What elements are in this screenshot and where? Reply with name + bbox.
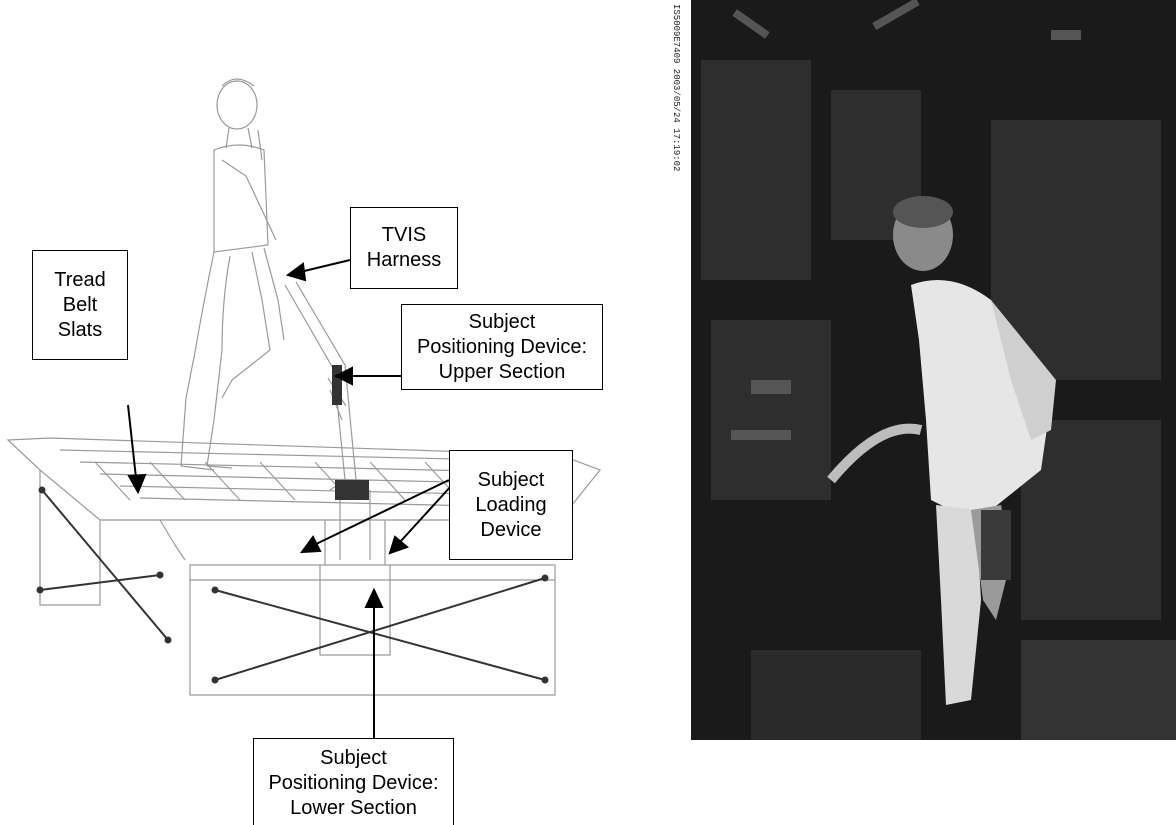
subject-figure: [180, 78, 285, 471]
label-spd-upper: Subject Positioning Device: Upper Sectio…: [401, 304, 603, 390]
arrow-tvis-harness: [299, 259, 351, 273]
callout-arrows: [127, 259, 453, 738]
arrow-tread-belt-slats: [127, 404, 137, 479]
label-tvis-harness: TVIS Harness: [350, 207, 458, 289]
photo-timestamp: IS5009E7409 2003/05/24 17:19:02: [671, 4, 681, 172]
spd-upper-drawing: [284, 281, 357, 491]
label-tread-belt-slats: Tread Belt Slats: [32, 250, 128, 360]
label-spd-lower: Subject Positioning Device: Lower Sectio…: [253, 738, 454, 825]
treadmill-deck: [6, 437, 601, 696]
arrow-loading-device-right: [399, 484, 453, 543]
label-subject-loading-device: Subject Loading Device: [449, 450, 573, 560]
arrow-loading-device-left: [313, 479, 450, 546]
astronaut-photo: [691, 0, 1176, 740]
